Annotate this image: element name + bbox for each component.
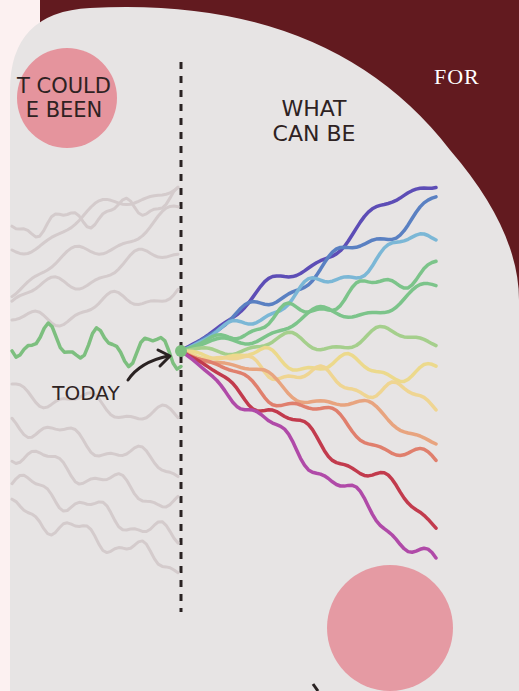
past-path [12, 451, 178, 507]
pink-dot [327, 565, 453, 691]
past-path [12, 249, 178, 301]
future-path [181, 188, 436, 352]
past-heading: T COULD E BEEN [8, 74, 120, 122]
past-path [12, 499, 178, 573]
tick-mark [313, 684, 318, 691]
past-path [12, 418, 178, 476]
past-path [12, 206, 178, 297]
today-dot [175, 345, 187, 357]
today-label: TODAY [36, 382, 136, 405]
future-path [181, 261, 436, 351]
past-path [12, 188, 178, 237]
future-heading: WHAT CAN BE [262, 96, 366, 147]
arrow-head [158, 350, 170, 366]
future-path [181, 326, 436, 354]
future-path [181, 351, 436, 558]
past-path [12, 475, 178, 543]
today-arrow [128, 356, 168, 380]
future-path [181, 351, 436, 460]
future-path [181, 284, 436, 352]
dashed-divider [180, 62, 183, 612]
future-path [181, 351, 436, 528]
past-path [12, 289, 178, 326]
title-fragment: FOR [434, 64, 514, 89]
past-path [12, 323, 181, 369]
future-path [181, 197, 436, 351]
